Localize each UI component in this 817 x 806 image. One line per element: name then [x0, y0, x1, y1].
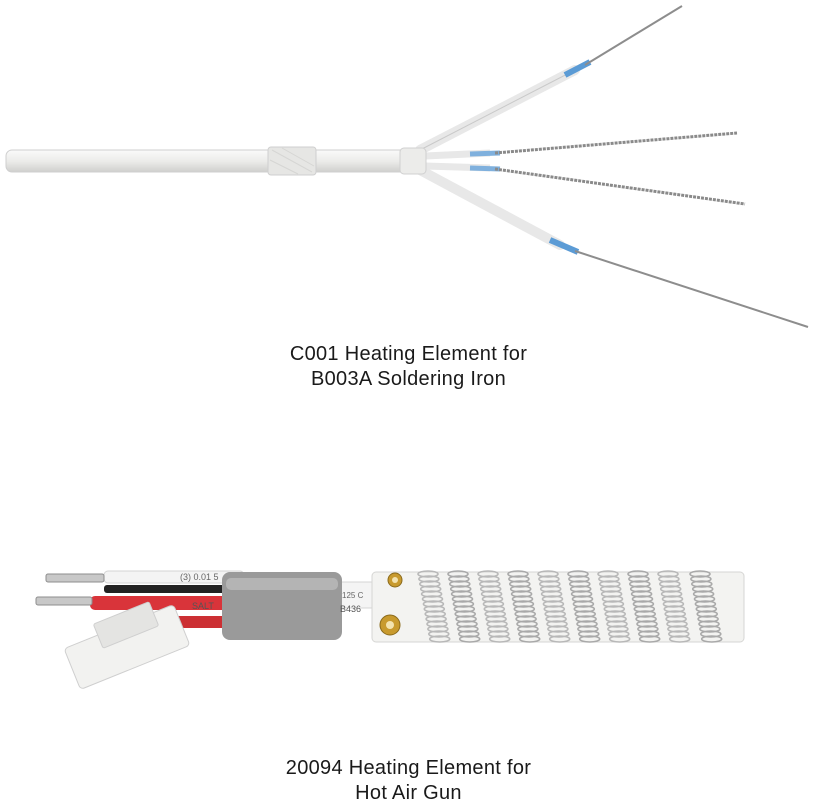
coil-spring	[507, 570, 541, 643]
crimp-terminals	[35, 573, 105, 606]
coil-spring	[417, 570, 451, 643]
sleeve-print-3: B436	[340, 604, 361, 614]
sleeve-print-4: 125 C	[342, 591, 364, 600]
caption-20094-line1: 20094 Heating Element for	[285, 757, 532, 779]
20094-heating-element-image: (3) 0.01 5 SALT B436 125 C	[35, 570, 745, 689]
caption-c001: C001 Heating Element for B003A Soldering…	[0, 342, 817, 392]
coil-spring	[567, 570, 601, 643]
product-20094: (3) 0.01 5 SALT B436 125 C 20094 Heating…	[0, 520, 817, 804]
coil-spring	[597, 570, 631, 643]
sleeve-print-1: (3) 0.01 5	[180, 572, 219, 582]
ceramic-tube	[5, 146, 427, 176]
coil-spring	[477, 570, 511, 643]
upper-lead	[415, 5, 683, 155]
white-connector	[64, 601, 190, 689]
c001-heating-element-image	[5, 5, 809, 328]
middle-leads	[424, 131, 746, 206]
coil-spring	[627, 570, 661, 643]
gray-sleeve	[222, 572, 342, 640]
coil-spring	[537, 570, 571, 643]
caption-20094-line2: Hot Air Gun	[355, 782, 462, 804]
caption-c001-line1: C001 Heating Element for	[289, 343, 528, 365]
heating-coils	[417, 570, 723, 643]
coil-spring	[447, 570, 481, 643]
sleeve-print-2: SALT	[192, 601, 214, 611]
coil-spring	[689, 570, 723, 643]
coil-spring	[657, 570, 691, 643]
caption-20094: 20094 Heating Element for Hot Air Gun	[0, 756, 817, 806]
caption-c001-line2: B003A Soldering Iron	[310, 368, 507, 390]
lower-lead	[415, 165, 809, 328]
product-c001: C001 Heating Element for B003A Soldering…	[0, 5, 817, 392]
